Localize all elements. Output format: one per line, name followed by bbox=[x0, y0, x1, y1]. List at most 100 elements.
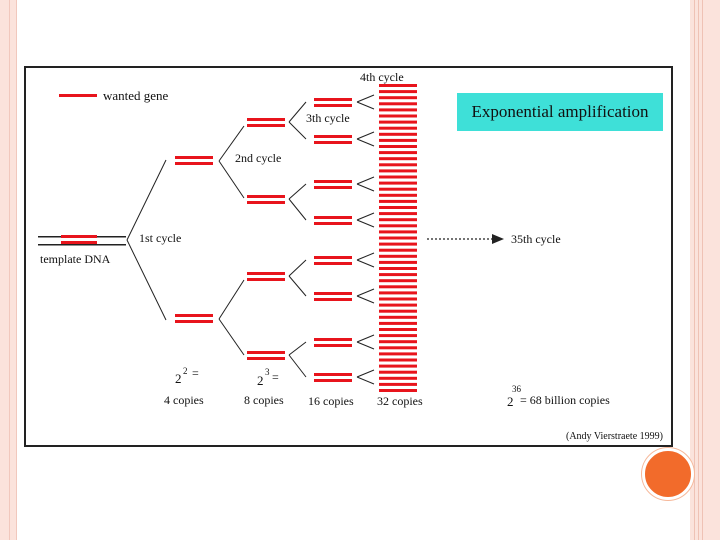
legend-gene-swatch bbox=[59, 94, 97, 97]
cycle4-bar-16 bbox=[379, 181, 417, 185]
cycle4-bar-32 bbox=[379, 279, 417, 283]
cycle4-bar-42 bbox=[379, 340, 417, 344]
branch-2a-up bbox=[218, 125, 245, 162]
chevron-up-5 bbox=[356, 288, 375, 297]
cycle4-bar-2 bbox=[379, 96, 417, 100]
cycle1-copy-a bbox=[175, 156, 213, 165]
chevron-up-2 bbox=[356, 176, 375, 185]
copies-16-label: 16 copies bbox=[308, 394, 354, 408]
copies-8-base: 2 bbox=[257, 373, 264, 388]
cycle3-copy-0 bbox=[314, 98, 352, 107]
chevron-down-5 bbox=[356, 295, 375, 304]
cycle4-bar-44 bbox=[379, 352, 417, 356]
first-cycle-label: 1st cycle bbox=[139, 231, 182, 245]
cycle4-bar-6 bbox=[379, 120, 417, 124]
chevron-down-3 bbox=[356, 219, 375, 228]
cycle4-bar-41 bbox=[379, 334, 417, 338]
cycle4-bar-18 bbox=[379, 193, 417, 197]
copies-8-label: 8 copies bbox=[244, 393, 284, 407]
slide-left-border bbox=[0, 0, 17, 540]
chevron-up-1 bbox=[356, 131, 375, 140]
cycle3-copy-7 bbox=[314, 373, 352, 382]
legend-label: wanted gene bbox=[103, 88, 169, 103]
branch-1-up bbox=[126, 159, 167, 241]
cycle4-bar-31 bbox=[379, 273, 417, 277]
cycle4-bar-38 bbox=[379, 315, 417, 319]
chevron-down-4 bbox=[356, 259, 375, 268]
chevron-down-2 bbox=[356, 183, 375, 192]
cycle3-copy-5 bbox=[314, 292, 352, 301]
cycle4-bar-20 bbox=[379, 206, 417, 209]
branch-3-down-1 bbox=[288, 198, 307, 221]
cycle3-copy-4 bbox=[314, 256, 352, 265]
cycle4-bar-14 bbox=[379, 169, 417, 173]
cycle2-copy-2 bbox=[247, 272, 285, 281]
copies-8-exponent: 3 bbox=[265, 367, 270, 377]
cycle4-bar-36 bbox=[379, 303, 417, 307]
cycle4-bar-50 bbox=[379, 389, 417, 392]
cycle4-bar-27 bbox=[379, 248, 417, 252]
cycle4-bar-47 bbox=[379, 370, 417, 374]
cycle4-bar-23 bbox=[379, 224, 417, 228]
cycle4-bar-33 bbox=[379, 285, 417, 289]
cycle4-bar-35 bbox=[379, 297, 417, 301]
cycle3-copy-1 bbox=[314, 135, 352, 144]
cycle4-bar-15 bbox=[379, 175, 417, 179]
chevron-down-6 bbox=[356, 341, 375, 350]
cycle3-copy-6 bbox=[314, 338, 352, 347]
branch-2b-down bbox=[218, 318, 245, 356]
cycle4-bar-21 bbox=[379, 212, 417, 216]
branch-3-down-0 bbox=[288, 121, 307, 140]
copies-68b-label: = 68 billion copies bbox=[520, 393, 610, 407]
cycle3-copy-2 bbox=[314, 180, 352, 189]
cycle4-bar-39 bbox=[379, 321, 417, 325]
chevron-up-6 bbox=[356, 334, 375, 343]
cycle4-bar-4 bbox=[379, 108, 417, 112]
slide-right-border bbox=[690, 0, 720, 540]
orange-circle-decoration bbox=[642, 448, 694, 500]
branch-3-up-3 bbox=[288, 341, 307, 356]
cycle4-bar-49 bbox=[379, 382, 417, 386]
branch-3-up-2 bbox=[288, 259, 307, 277]
chevron-up-7 bbox=[356, 369, 375, 378]
copies-4-base: 2 bbox=[175, 371, 182, 386]
cycle4-bar-1 bbox=[379, 90, 417, 94]
cycle4-bar-7 bbox=[379, 126, 417, 130]
cycle2-copy-3 bbox=[247, 351, 285, 360]
cycle4-bar-0 bbox=[379, 84, 417, 87]
cycle4-bar-12 bbox=[379, 157, 417, 161]
cycle4-bar-43 bbox=[379, 346, 417, 350]
cycle4-bar-8 bbox=[379, 132, 417, 136]
cycle4-bar-29 bbox=[379, 260, 417, 264]
dashed-arrow-head bbox=[492, 234, 504, 244]
third-cycle-label: 3th cycle bbox=[306, 111, 350, 125]
cycle4-bar-46 bbox=[379, 364, 417, 368]
cycle4-bar-24 bbox=[379, 230, 417, 234]
cycle4-bar-40 bbox=[379, 328, 417, 331]
cycle4-bar-22 bbox=[379, 218, 417, 222]
branch-2a-down bbox=[218, 160, 245, 199]
cycle4-bar-10 bbox=[379, 145, 417, 148]
copies-4-eq: = bbox=[192, 366, 199, 380]
branch-3-up-1 bbox=[288, 183, 307, 200]
branch-3-up-0 bbox=[288, 101, 307, 123]
second-cycle-label: 2nd cycle bbox=[235, 151, 282, 165]
cycle4-bar-19 bbox=[379, 199, 417, 203]
cycle4-bar-25 bbox=[379, 236, 417, 240]
cycle2-copy-1 bbox=[247, 195, 285, 204]
cycle4-bar-26 bbox=[379, 242, 417, 246]
fourth-cycle-label: 4th cycle bbox=[360, 70, 404, 84]
template-strand-bottom bbox=[38, 244, 126, 246]
credit-label: (Andy Vierstraete 1999) bbox=[566, 431, 663, 442]
cycle4-bar-28 bbox=[379, 254, 417, 258]
chevron-down-1 bbox=[356, 138, 375, 147]
copies-4-label: 4 copies bbox=[164, 393, 204, 407]
exponential-amplification-title: Exponential amplification bbox=[457, 93, 663, 131]
cycle4-bar-17 bbox=[379, 187, 417, 191]
cycle4-bar-3 bbox=[379, 102, 417, 106]
copies-8-eq: = bbox=[272, 370, 279, 384]
template-dna-label: template DNA bbox=[40, 252, 111, 266]
template-gene bbox=[61, 235, 97, 244]
cycle4-bar-37 bbox=[379, 309, 417, 313]
